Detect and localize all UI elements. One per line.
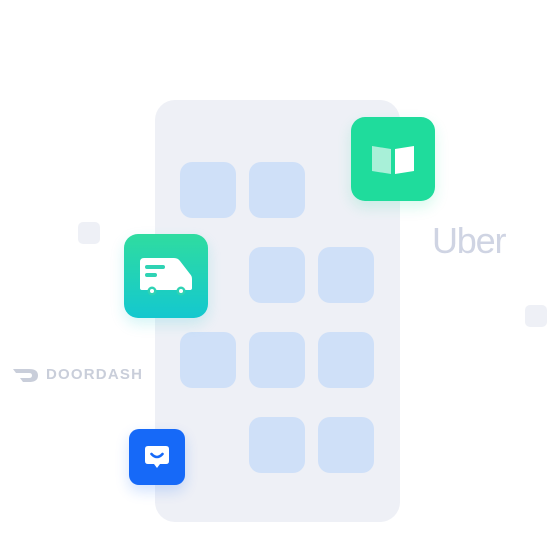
app-tile (249, 162, 305, 218)
app-tile (318, 417, 374, 473)
delivery-app-icon (124, 234, 208, 318)
uber-logo: Uber (432, 220, 506, 261)
chat-icon (145, 446, 169, 468)
decor-square-right (525, 305, 547, 327)
app-tile (318, 247, 374, 303)
app-tile (249, 247, 305, 303)
app-tile (180, 332, 236, 388)
delivery-truck-icon (140, 258, 192, 296)
doordash-wordmark: DOORDASH (46, 366, 144, 383)
chat-app-icon (129, 429, 185, 485)
doordash-logo: DOORDASH (12, 366, 143, 383)
doordash-dash-icon (13, 368, 38, 382)
decor-square-left (78, 222, 100, 244)
book-app-icon (351, 117, 435, 201)
book-icon (372, 146, 414, 174)
app-tile (249, 417, 305, 473)
app-tile (180, 162, 236, 218)
app-tile (249, 332, 305, 388)
app-tile (318, 332, 374, 388)
